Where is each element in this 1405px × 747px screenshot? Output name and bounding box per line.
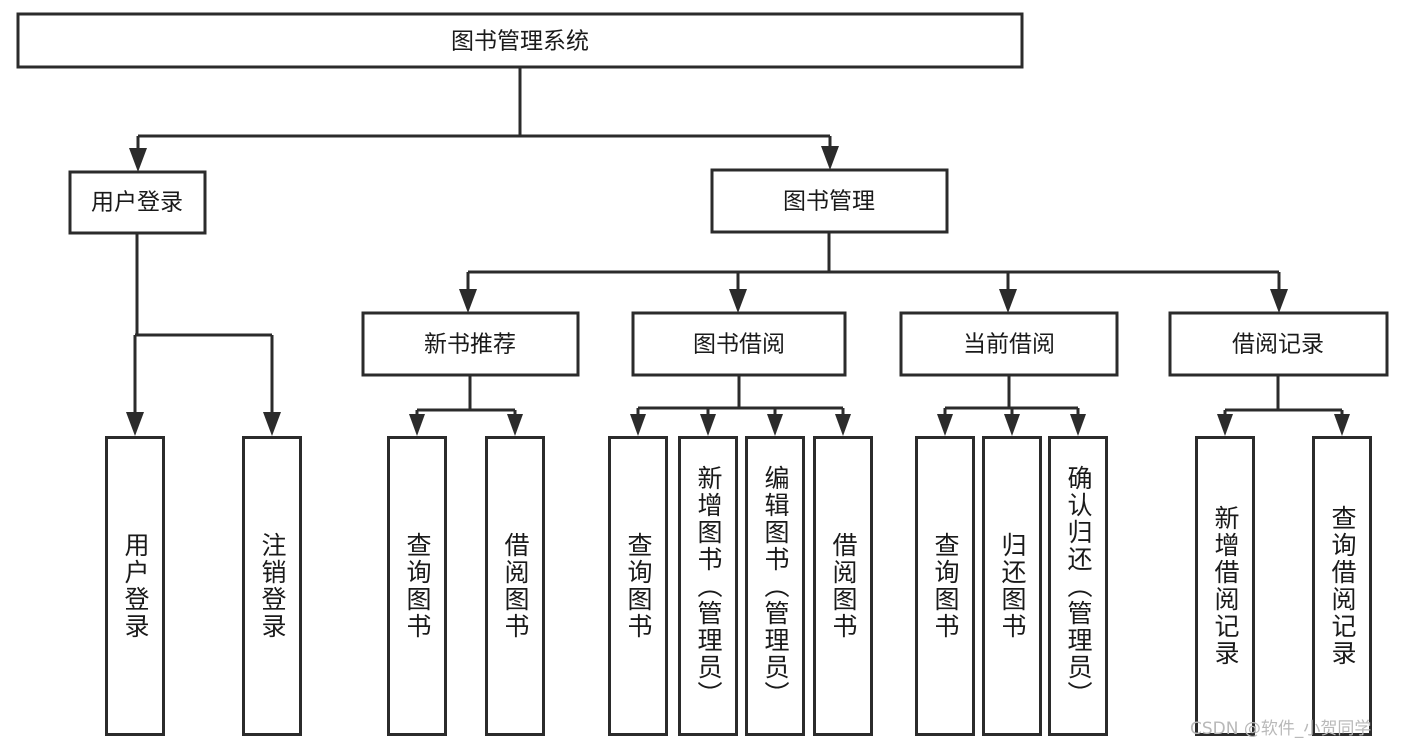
- connector-book-borrow-to-leaves: [630, 375, 851, 436]
- arrow-leaf-5: [767, 414, 783, 436]
- connector-book-management-to-level3: [459, 232, 1288, 313]
- leaf-label: 查询图书: [931, 532, 960, 640]
- node-book-borrow-box[interactable]: [631, 311, 847, 377]
- leaf-label: 归还图书: [998, 532, 1027, 640]
- node-current-borrow-label: 当前借阅: [963, 332, 1055, 358]
- connector-current-borrow-to-leaves: [937, 375, 1086, 436]
- arrow-leaf-4: [700, 414, 716, 436]
- leaf-node-borrow-book[interactable]: 借阅图书: [813, 436, 873, 736]
- leaf-label: 用户登录: [121, 532, 150, 640]
- connector-new-book-recommend-to-leaves: [409, 375, 523, 436]
- arrow-leaf-11: [1334, 414, 1350, 436]
- leaf-node-logout[interactable]: 注销登录: [242, 436, 302, 736]
- node-book-borrow[interactable]: 图书借阅: [631, 311, 847, 377]
- leaf-label: 借阅图书: [501, 532, 530, 640]
- leaf-label: 编辑图书（管理员）: [761, 464, 790, 708]
- node-root-label: 图书管理系统: [451, 29, 589, 55]
- arrow-leaf-2: [507, 414, 523, 436]
- node-new-book-recommend[interactable]: 新书推荐: [361, 311, 580, 377]
- leaf-node-edit-book-admin[interactable]: 编辑图书（管理员）: [745, 436, 805, 736]
- leaf-node-borrow-book-recommend[interactable]: 借阅图书: [485, 436, 545, 736]
- arrow-to-user-login: [129, 148, 147, 172]
- leaf-node-add-book-admin[interactable]: 新增图书（管理员）: [678, 436, 738, 736]
- connector-user-login-to-leaves: [126, 233, 281, 436]
- node-current-borrow[interactable]: 当前借阅: [899, 311, 1119, 377]
- node-book-borrow-label: 图书借阅: [693, 332, 785, 358]
- node-user-login-label: 用户登录: [91, 190, 183, 216]
- leaf-label: 注销登录: [258, 532, 287, 640]
- leaf-label: 查询图书: [403, 532, 432, 640]
- arrow-leaf-6: [835, 414, 851, 436]
- leaf-node-add-borrow-record[interactable]: 新增借阅记录: [1195, 436, 1255, 736]
- node-root-box[interactable]: [16, 12, 1024, 69]
- arrow-leaf-7: [937, 414, 953, 436]
- node-borrow-record-label: 借阅记录: [1232, 332, 1324, 358]
- arrow-to-borrow-record: [1270, 289, 1288, 313]
- leaf-label: 确认归还（管理员）: [1064, 464, 1093, 708]
- arrow-to-leaf-logout: [263, 412, 281, 436]
- arrow-to-book-management: [821, 146, 839, 170]
- leaf-node-user-login[interactable]: 用户登录: [105, 436, 165, 736]
- node-borrow-record[interactable]: 借阅记录: [1168, 311, 1389, 377]
- arrow-leaf-9: [1070, 414, 1086, 436]
- node-current-borrow-box[interactable]: [899, 311, 1119, 377]
- arrow-to-current-borrow: [999, 289, 1017, 313]
- leaf-node-query-book-recommend[interactable]: 查询图书: [387, 436, 447, 736]
- leaf-label: 查询借阅记录: [1328, 505, 1357, 667]
- node-book-management-label: 图书管理: [783, 189, 875, 215]
- arrow-to-leaf-user-login: [126, 412, 144, 436]
- arrow-leaf-1: [409, 414, 425, 436]
- leaf-label: 查询图书: [624, 532, 653, 640]
- leaf-node-query-borrow-record[interactable]: 查询借阅记录: [1312, 436, 1372, 736]
- arrow-leaf-8: [1004, 414, 1020, 436]
- node-new-book-recommend-label: 新书推荐: [424, 332, 516, 358]
- leaf-node-query-book-borrow[interactable]: 查询图书: [608, 436, 668, 736]
- leaf-label: 借阅图书: [829, 532, 858, 640]
- node-book-management[interactable]: 图书管理: [710, 168, 949, 234]
- arrow-to-new-book-recommend: [459, 289, 477, 313]
- arrow-leaf-10: [1217, 414, 1233, 436]
- arrow-to-book-borrow: [729, 289, 747, 313]
- node-user-login[interactable]: 用户登录: [68, 170, 207, 235]
- connector-borrow-record-to-leaves: [1217, 375, 1350, 436]
- node-new-book-recommend-box[interactable]: [361, 311, 580, 377]
- leaf-node-return-book[interactable]: 归还图书: [982, 436, 1042, 736]
- connector-root-to-level2: [129, 67, 839, 172]
- leaf-node-query-book-current[interactable]: 查询图书: [915, 436, 975, 736]
- arrow-leaf-3: [630, 414, 646, 436]
- leaf-label: 新增图书（管理员）: [694, 464, 723, 708]
- node-root[interactable]: 图书管理系统: [16, 12, 1024, 69]
- leaf-node-confirm-return-admin[interactable]: 确认归还（管理员）: [1048, 436, 1108, 736]
- leaf-label: 新增借阅记录: [1211, 505, 1240, 667]
